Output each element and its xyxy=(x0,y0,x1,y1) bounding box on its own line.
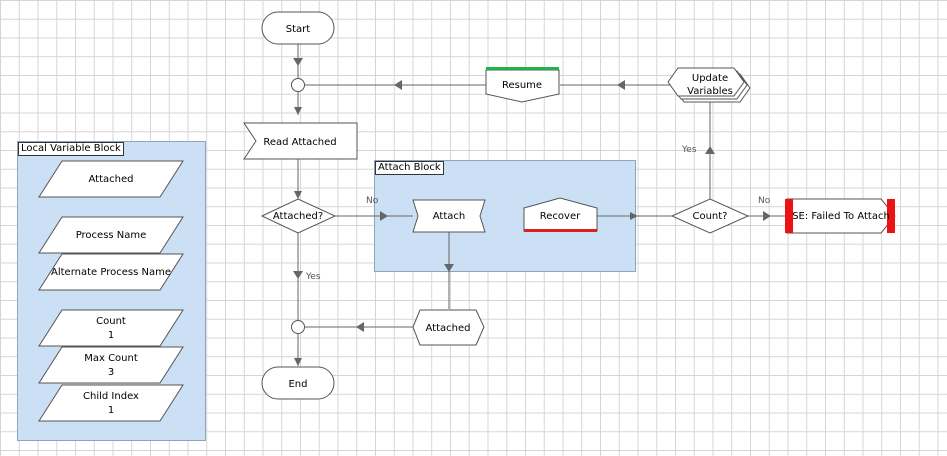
data-item-value: 1 xyxy=(108,330,114,341)
label-yes-count: Yes xyxy=(681,145,697,155)
label-no-count: No xyxy=(758,196,771,206)
attach-block-title: Attach Block xyxy=(375,161,444,175)
data-item-name: Alternate Process Name xyxy=(51,267,171,278)
resume-stage[interactable]: Resume xyxy=(485,67,560,103)
start-label: Start xyxy=(286,24,311,35)
data-item-process-name[interactable]: Process Name xyxy=(38,216,184,254)
update-variables-label-line1: Update xyxy=(692,73,728,84)
update-variables-stage[interactable]: Update Variables xyxy=(667,67,751,103)
failed-to-attach-stage[interactable]: SE: Failed To Attach xyxy=(785,198,896,234)
local-variable-block-title: Local Variable Block xyxy=(18,142,124,156)
data-item-count[interactable]: Count 1 xyxy=(38,309,184,347)
start-stage[interactable]: Start xyxy=(261,11,335,45)
data-item-value: 3 xyxy=(108,367,114,378)
end-label: End xyxy=(288,379,307,390)
connector-arrow-update-left xyxy=(617,80,625,90)
junction-top[interactable] xyxy=(291,78,305,92)
label-no-attached: No xyxy=(366,196,379,206)
recover-stage[interactable]: Recover xyxy=(523,197,598,232)
data-item-max-count[interactable]: Max Count 3 xyxy=(38,346,184,384)
data-item-name: Count xyxy=(96,316,126,327)
connector-arrow-no-count xyxy=(763,211,771,221)
data-item-child-index[interactable]: Child Index 1 xyxy=(38,384,184,422)
connector-arrow-wait-left xyxy=(356,322,364,332)
resume-status-bar xyxy=(486,67,559,70)
exception-bar-right xyxy=(887,199,895,233)
junction-bottom[interactable] xyxy=(291,320,305,334)
recover-status-bar xyxy=(524,229,597,232)
count-decision-label: Count? xyxy=(692,211,727,222)
attach-stage[interactable]: Attach xyxy=(412,199,486,233)
data-item-alternate-process-name[interactable]: Alternate Process Name xyxy=(38,253,184,291)
connector-arrow-attach-down xyxy=(444,264,454,272)
read-attached-label: Read Attached xyxy=(263,137,336,148)
end-stage[interactable]: End xyxy=(261,366,335,400)
attached-wait-stage[interactable]: Attached xyxy=(412,309,485,346)
connector-arrow-yes-up xyxy=(705,146,715,154)
data-item-name: Process Name xyxy=(76,230,147,241)
connector-arrow-resume-left xyxy=(394,80,402,90)
connector-arrow-no-right xyxy=(380,211,388,221)
resume-label: Resume xyxy=(502,80,542,91)
attached-wait-label: Attached xyxy=(426,323,471,334)
connectors xyxy=(293,44,785,366)
attach-label: Attach xyxy=(433,211,465,222)
recover-label: Recover xyxy=(540,211,581,222)
read-attached-stage[interactable]: Read Attached xyxy=(243,122,358,160)
data-item-name: Max Count xyxy=(84,353,138,364)
data-item-name: Attached xyxy=(89,174,134,185)
failed-to-attach-label: SE: Failed To Attach xyxy=(792,211,890,222)
count-decision-stage[interactable]: Count? xyxy=(670,198,750,234)
connector-arrow-start-down xyxy=(293,58,303,66)
connector-arrow-yes-down xyxy=(293,271,303,279)
update-variables-label-line2: Variables xyxy=(687,86,733,97)
data-item-attached[interactable]: Attached xyxy=(38,160,184,198)
data-item-value: 1 xyxy=(108,405,114,416)
label-yes-attached: Yes xyxy=(305,272,321,282)
attached-decision-stage[interactable]: Attached? xyxy=(260,198,337,234)
attached-decision-label: Attached? xyxy=(273,211,323,222)
data-item-name: Child Index xyxy=(83,391,139,402)
exception-bar-left xyxy=(785,199,793,233)
